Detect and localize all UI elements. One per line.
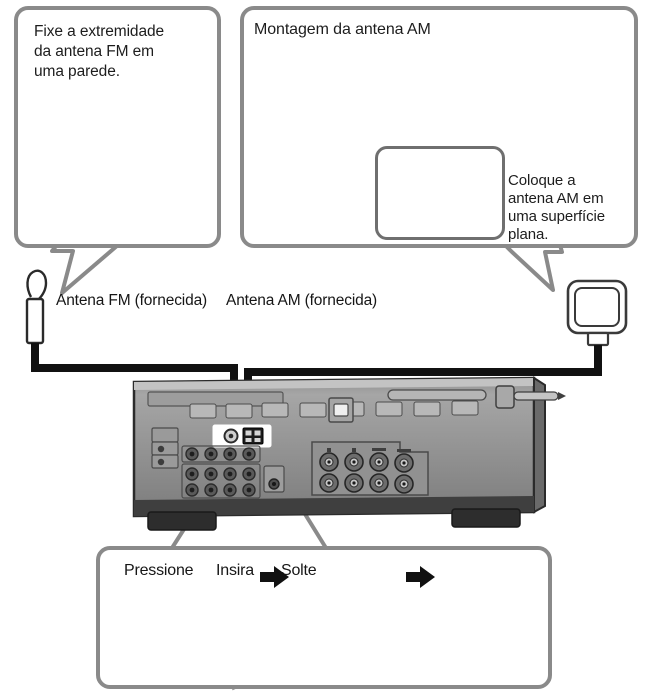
receiver-foot-right	[451, 508, 521, 528]
callout-fm-wall	[14, 6, 221, 248]
callout-terminal-steps	[96, 546, 552, 689]
am-loop-antenna-icon	[566, 279, 628, 347]
step-label-release: Solte	[281, 562, 317, 579]
speaker-terminals	[319, 452, 414, 494]
callout-am-assembly-title: Montagem da antena AM	[254, 21, 431, 38]
speaker-terminal-panel	[311, 441, 429, 496]
arrow-right-step-1	[260, 566, 289, 588]
fm-wire-antenna-icon	[25, 269, 48, 345]
callout-tail-am	[503, 243, 564, 292]
step-label-press: Pressione	[124, 562, 194, 579]
callout-tail-terminal	[170, 436, 328, 550]
left-rca-jacks	[185, 447, 256, 497]
antenna-cables	[31, 343, 602, 396]
label-fm-antenna: Antena FM (fornecida)	[56, 292, 208, 309]
am-stand-inset-box	[375, 146, 505, 240]
callout-fm-wall-text: Fixe a extremidade da antena FM em uma p…	[34, 23, 165, 80]
receiver-rear-panel	[132, 376, 566, 531]
arrow-right-step-2	[406, 566, 435, 588]
receiver-foot-left	[147, 511, 217, 531]
callout-tail-fm	[50, 243, 120, 295]
step-label-insert: Insira	[216, 562, 254, 579]
label-am-antenna: Antena AM (fornecida)	[226, 292, 378, 309]
callout-am-inset-text: Coloque a antena AM em uma superfície pl…	[508, 172, 605, 243]
antenna-terminal-block	[212, 424, 272, 448]
power-cord	[387, 385, 566, 409]
